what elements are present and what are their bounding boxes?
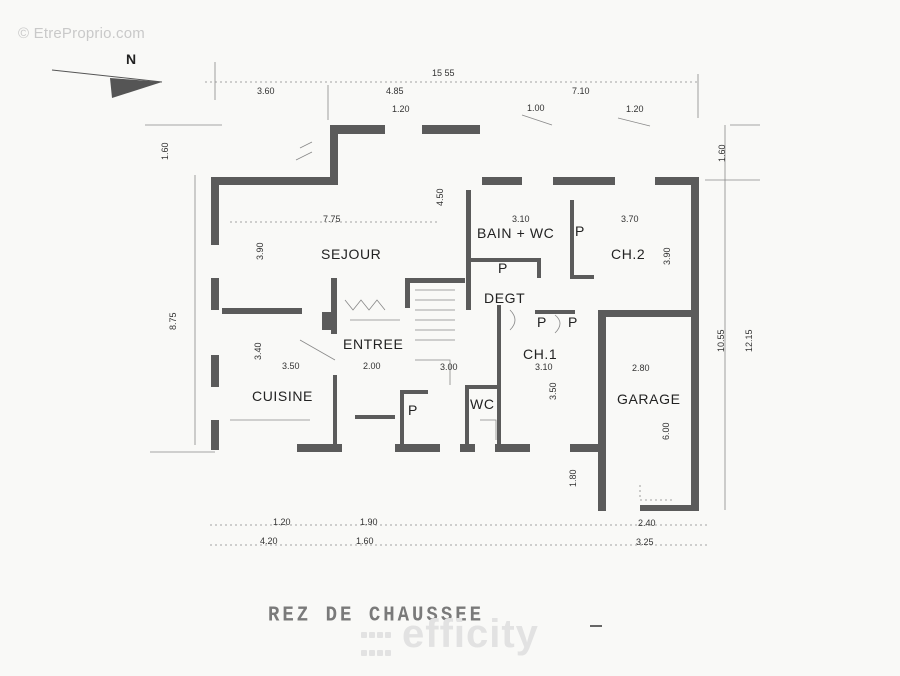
watermark-etreproprio: © EtreProprio.com [18, 25, 145, 42]
dim-top-window-1: 1.20 [392, 104, 410, 114]
dim-right-b: 12.15 [744, 329, 754, 352]
dim-ch1-width: 3.10 [535, 362, 553, 372]
room-labels: SEJOUR BAIN + WC CH.2 DEGT ENTREE CH.1 C… [252, 223, 681, 418]
dim-cuisine-width: 3.50 [282, 361, 300, 371]
dim-bottom-e: 2.40 [638, 518, 656, 528]
dim-right-top: 1.60 [717, 144, 727, 162]
stair-hatching [230, 114, 675, 501]
dim-sejour-vertical: 4.50 [435, 188, 445, 206]
dim-top-window-3: 1.20 [626, 104, 644, 114]
placard-label: P [575, 223, 585, 239]
dimension-labels: 15 55 3.60 4.85 7.10 1.20 1.00 1.20 1.60… [160, 68, 754, 547]
placard-label: P [498, 260, 508, 276]
dim-bottom-d: 1.60 [356, 536, 374, 546]
dim-top-mid: 4.85 [386, 86, 404, 96]
dim-garage-gap: 1.80 [568, 469, 578, 487]
dim-sejour-height: 3.90 [255, 242, 265, 260]
dim-garage-height: 6.00 [661, 422, 671, 440]
north-label: N [126, 51, 137, 67]
room-label-entree: ENTREE [343, 336, 403, 352]
plan-title: REZ DE CHAUSSEE [268, 602, 485, 628]
dim-bain-width: 3.10 [512, 214, 530, 224]
placard-label: P [408, 402, 418, 418]
dim-left-top: 1.60 [160, 142, 170, 160]
dim-ch2-width: 3.70 [621, 214, 639, 224]
room-label-degt: DEGT [484, 290, 525, 306]
dim-bottom-f: 3.25 [636, 537, 654, 547]
room-label-sejour: SEJOUR [321, 246, 381, 262]
efficity-logo-icon [360, 626, 396, 656]
dim-top-left: 3.60 [257, 86, 275, 96]
dim-top-window-2: 1.00 [527, 103, 545, 113]
placard-label: P [568, 314, 578, 330]
dim-sejour-width: 7.75 [323, 214, 341, 224]
dim-top-right: 7.10 [572, 86, 590, 96]
interior-walls [222, 190, 594, 447]
room-label-wc: WC [470, 396, 495, 412]
room-label-bain-wc: BAIN + WC [477, 225, 554, 241]
room-label-ch1: CH.1 [523, 346, 557, 362]
dim-entree-right: 3.00 [440, 362, 458, 372]
dim-bottom-a: 1.20 [273, 517, 291, 527]
dim-top-total: 15 55 [432, 68, 455, 78]
exterior-walls [211, 125, 699, 511]
dim-garage-width: 2.80 [632, 363, 650, 373]
dim-cuisine-height: 3.40 [253, 342, 263, 360]
north-arrow-icon: N [51, 51, 163, 98]
dim-entree-width: 2.00 [363, 361, 381, 371]
dim-right-a: 10.55 [716, 329, 726, 352]
dimension-lines [145, 62, 760, 546]
watermark-efficity: efficity [402, 612, 539, 656]
dim-bottom-c: 1.90 [360, 517, 378, 527]
dim-ch1-height: 3.50 [548, 382, 558, 400]
room-label-cuisine: CUISINE [252, 388, 313, 404]
room-label-ch2: CH.2 [611, 246, 645, 262]
dim-ch2-height: 3.90 [662, 247, 672, 265]
dim-left-total: 8.75 [168, 312, 178, 330]
dim-bottom-b: 4.20 [260, 536, 278, 546]
room-label-garage: GARAGE [617, 391, 681, 407]
placard-label: P [537, 314, 547, 330]
